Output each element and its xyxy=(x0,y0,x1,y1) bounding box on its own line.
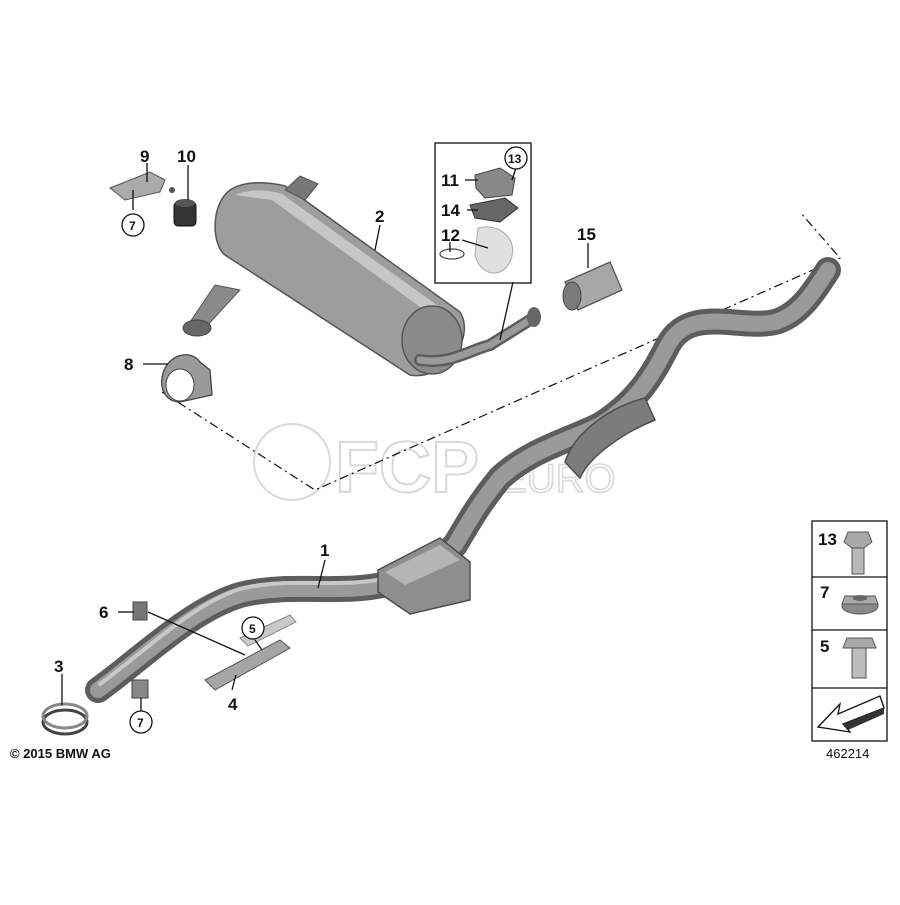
callout-5-circle xyxy=(241,616,265,640)
legend-label-5: 5 xyxy=(820,637,829,656)
callout-3: 3 xyxy=(54,657,63,676)
callout-11: 11 xyxy=(441,171,459,190)
hanger-bracket xyxy=(109,171,175,201)
callout-13-circle xyxy=(504,146,528,170)
callout-9: 9 xyxy=(140,147,149,166)
front-clamp xyxy=(41,702,89,736)
callout-5: 5 xyxy=(249,622,256,636)
watermark-logo-icon xyxy=(253,423,331,501)
front-pipe xyxy=(85,257,841,703)
hardware-legend: 13 7 5 xyxy=(811,520,888,742)
callout-7-circle xyxy=(121,213,145,237)
rear-muffler xyxy=(182,175,541,377)
flange-bolt-icon xyxy=(843,531,873,575)
assembly-outline xyxy=(161,211,841,491)
callout-10: 10 xyxy=(177,147,196,166)
watermark-brand: FCP xyxy=(335,428,479,508)
callout-2: 2 xyxy=(375,207,384,226)
center-resonator xyxy=(377,537,471,615)
direction-arrow-icon xyxy=(816,695,885,733)
tailpipe-tip xyxy=(562,261,623,311)
callout-8: 8 xyxy=(124,355,133,374)
leader-lines xyxy=(61,163,589,712)
callout-4: 4 xyxy=(228,695,238,714)
flange-nut-icon xyxy=(841,595,879,615)
callout-12: 12 xyxy=(441,226,460,245)
callout-7a: 7 xyxy=(129,219,136,233)
callout-1: 1 xyxy=(320,541,329,560)
callouts: 9 7 10 2 8 11 14 12 13 15 1 6 5 4 3 7 xyxy=(54,146,596,734)
rubber-mount xyxy=(173,199,197,227)
legend-label-13: 13 xyxy=(818,530,837,549)
muffler-clamp xyxy=(161,354,213,403)
rear-converter xyxy=(564,397,657,480)
callout-7b-circle xyxy=(129,710,153,734)
legend-label-7: 7 xyxy=(820,583,829,602)
callout-14: 14 xyxy=(441,201,460,220)
pipe-bracket xyxy=(131,601,149,699)
callout-7b: 7 xyxy=(137,716,144,730)
hex-bolt-icon xyxy=(842,637,877,679)
callout-13: 13 xyxy=(508,152,522,166)
callout-15: 15 xyxy=(577,225,596,244)
diagram-number: 462214 xyxy=(826,746,869,761)
copyright-text: © 2015 BMW AG xyxy=(10,746,111,761)
callout-6: 6 xyxy=(99,603,108,622)
